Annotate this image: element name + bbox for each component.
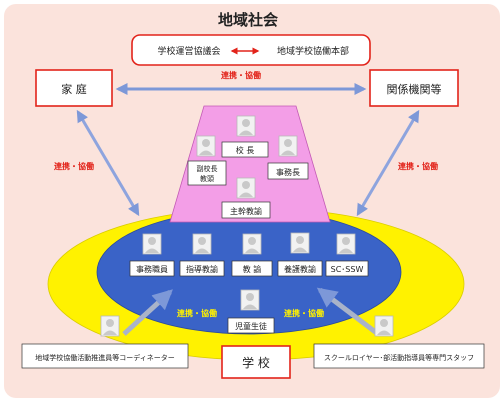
vice-principal-label-2: 教頭: [200, 174, 214, 183]
principal-label: 校 長: [236, 145, 255, 155]
agencies-label: 関係機関等: [387, 82, 442, 96]
guidance-teacher-icon: [192, 233, 212, 255]
principal-box: [221, 141, 269, 158]
vice-principal-box: [187, 160, 227, 186]
students-box: [227, 317, 275, 334]
sc-ssw-box: [325, 260, 369, 277]
community-school-collaboration-hq: 地域学校協働本部: [277, 45, 349, 57]
teacher-icon: [242, 233, 262, 255]
specialist-icon: [374, 315, 394, 337]
chief-teacher-box: [221, 201, 271, 219]
coordinator-link-label: 連携・協働: [177, 308, 217, 318]
coordinator-box: [21, 343, 189, 369]
nurse-teacher-label: 養護教諭: [284, 264, 316, 274]
nurse-teacher-box: [277, 260, 323, 277]
home-school-arrow: [76, 109, 140, 217]
sc-ssw-label: SC･SSW: [331, 265, 364, 274]
school-box: [221, 345, 291, 379]
home-box: [35, 69, 113, 107]
students-label: 児童生徒: [235, 321, 267, 331]
home-agencies-link-label: 連携・協働: [221, 70, 261, 80]
office-staff-label: 事務職員: [136, 264, 168, 274]
office-manager-box: [267, 162, 309, 180]
office-staff-box: [129, 260, 175, 277]
specialist-label: スクールロイヤー･部活動指導員等専門スタッフ: [324, 353, 474, 362]
home-school-link-label: 連携・協働: [54, 161, 94, 171]
specialist-arrow: [316, 287, 380, 336]
specialist-link-label: 連携・協働: [284, 308, 324, 318]
teacher-label: 教 諭: [243, 264, 262, 274]
chief-teacher-icon: [236, 177, 256, 199]
specialist-box: [313, 343, 485, 369]
teacher-box: [231, 260, 273, 277]
coordinator-icon: [100, 315, 120, 337]
sc-ssw-icon: [336, 233, 356, 255]
chief-teacher-label: 主幹教諭: [230, 206, 262, 216]
guidance-teacher-label: 指導教諭: [186, 264, 218, 274]
school-label: 学 校: [242, 355, 270, 370]
page-title: 地域社会: [218, 11, 278, 29]
principal-icon: [236, 115, 256, 137]
guidance-teacher-box: [179, 260, 225, 277]
school-management-council: 学校運営協議会: [157, 45, 220, 57]
students-icon: [240, 289, 260, 311]
office-staff-icon: [142, 233, 162, 255]
office-manager-label: 事務長: [276, 167, 300, 177]
home-label: 家 庭: [61, 82, 87, 96]
agencies-box: [369, 69, 459, 107]
nurse-teacher-icon: [290, 232, 310, 254]
agencies-school-link-label: 連携・協働: [398, 161, 438, 171]
management-trapezoid: [169, 105, 331, 223]
coordinator-arrow: [122, 289, 173, 336]
office-manager-icon: [278, 135, 298, 157]
vice-principal-label: 副校長: [197, 164, 218, 173]
agencies-school-arrow: [356, 109, 420, 217]
coordinator-label: 地域学校協働活動推進員等コーディネーター: [35, 353, 175, 362]
vice-principal-icon: [196, 135, 216, 157]
